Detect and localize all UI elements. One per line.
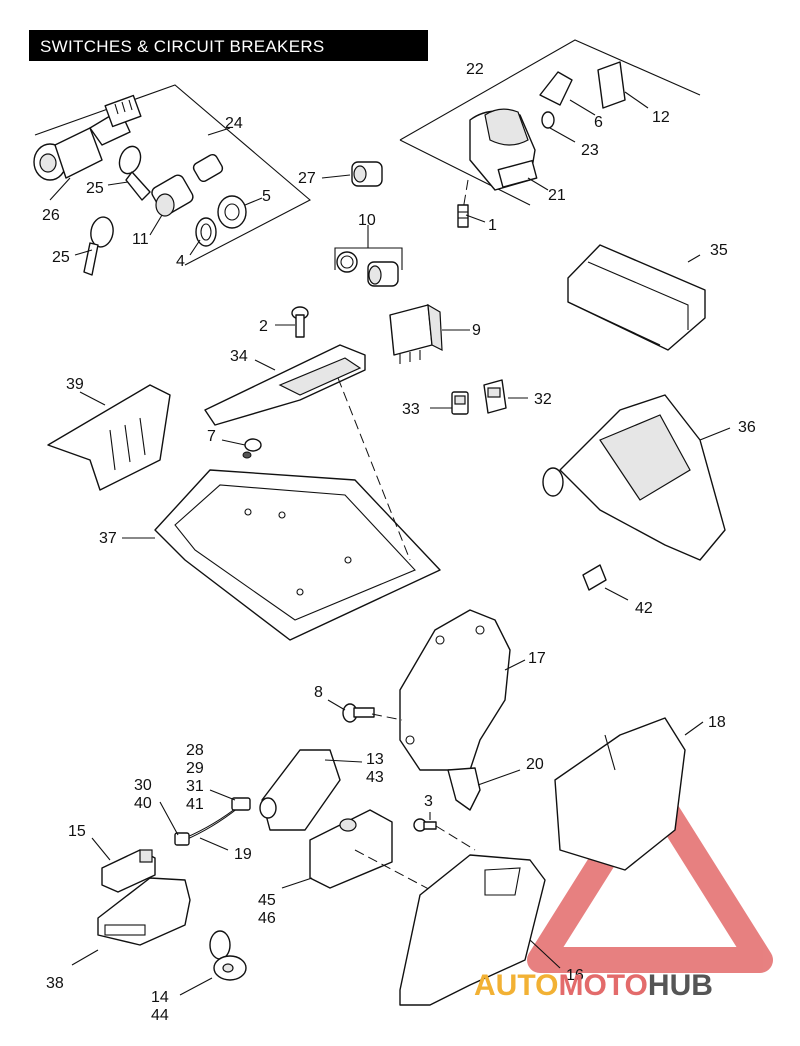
watermark-logo: [527, 772, 773, 973]
electrical-caddy-part: [542, 394, 726, 561]
callout-32: 32: [534, 391, 552, 408]
data-link-connector-part: [101, 849, 156, 893]
callout-40: 40: [134, 795, 152, 812]
relay-housing-part: [469, 108, 538, 191]
callout-43: 43: [366, 769, 384, 786]
callout-26: 26: [42, 207, 60, 224]
mounting-bracket-part: [597, 61, 626, 109]
ignition-key-part: [118, 145, 151, 201]
callout-14: 14: [151, 989, 169, 1006]
wiring-harness-part: [174, 797, 251, 846]
callout-34: 34: [230, 348, 248, 365]
main-bracket-part: [399, 609, 511, 771]
callout-11: 11: [132, 231, 149, 248]
screw-part-2: [342, 703, 375, 723]
callout-8: 8: [314, 684, 323, 701]
callout-19: 19: [234, 846, 252, 863]
spring-clip-part: [582, 564, 607, 591]
callout-29: 29: [186, 760, 204, 777]
callout-4: 4: [176, 253, 185, 270]
title-banner: [29, 30, 428, 61]
callout-23: 23: [581, 142, 599, 159]
control-module-part: [309, 809, 393, 889]
callout-46: 46: [258, 910, 276, 927]
callout-45: 45: [258, 892, 276, 909]
screw-part: [457, 204, 469, 228]
hex-nut-part: [217, 195, 247, 229]
bolt-part-2: [413, 818, 437, 832]
mini-fuse-part: [451, 391, 469, 415]
circuit-breaker-part: [259, 749, 341, 831]
washer-part: [195, 217, 217, 247]
watermark-part-3: HUB: [648, 969, 713, 1002]
callout-39: 39: [66, 376, 84, 393]
battery-tray-part: [154, 469, 441, 641]
callout-5: 5: [262, 188, 271, 205]
callout-38: 38: [46, 975, 64, 992]
connector-block-part: [97, 877, 191, 946]
callout-41: 41: [186, 796, 204, 813]
ignition-switch-group: [33, 84, 311, 276]
maxi-fuse-part: [483, 379, 507, 414]
callout-labels: 22 12 6 23 21 1 24 26 25 25 11 4 5 27 10…: [42, 61, 756, 1024]
callout-22: 22: [466, 61, 484, 78]
callout-30: 30: [134, 777, 152, 794]
diagram-title: SWITCHES & CIRCUIT BREAKERS: [40, 37, 325, 56]
callout-12: 12: [652, 109, 670, 126]
mounting-plate-part: [204, 344, 366, 426]
callout-9: 9: [472, 322, 481, 339]
starter-relay-group: [399, 39, 701, 228]
callout-24: 24: [225, 115, 243, 132]
watermark-part-1: AUTO: [474, 969, 558, 1002]
callout-20: 20: [526, 756, 544, 773]
callout-17: 17: [528, 650, 546, 667]
callout-28: 28: [186, 742, 204, 759]
callout-27: 27: [298, 170, 316, 187]
watermark-text: AUTOMOTOHUB: [474, 969, 713, 1002]
ignition-switch-part: [33, 94, 142, 181]
callout-35: 35: [710, 242, 728, 259]
pressure-switch-part: [351, 161, 383, 187]
callout-6: 6: [594, 114, 603, 131]
callout-18: 18: [708, 714, 726, 731]
callout-10: 10: [358, 212, 376, 229]
callout-36: 36: [738, 419, 756, 436]
side-cover-part: [554, 717, 686, 871]
bolt-part: [291, 306, 309, 338]
callout-7: 7: [207, 428, 216, 445]
callout-33: 33: [402, 401, 420, 418]
leader-lines: [49, 91, 731, 996]
bracket-part: [47, 384, 171, 491]
connector-plug-part: [539, 71, 573, 106]
key-fob-part: [209, 930, 247, 981]
watermark-part-2: MOTO: [558, 969, 647, 1002]
lock-cylinder-part: [151, 153, 224, 217]
grommet-part: [242, 438, 262, 459]
lower-caddy-part: [399, 854, 546, 1006]
callout-13: 13: [366, 751, 384, 768]
ignition-key-part-2: [83, 216, 114, 276]
callout-42: 42: [635, 600, 653, 617]
callout-44: 44: [151, 1007, 169, 1024]
callout-15: 15: [68, 823, 86, 840]
callout-3: 3: [424, 793, 433, 810]
neutral-switch-group: [334, 232, 403, 287]
callout-31: 31: [186, 778, 204, 795]
callout-25-b: 25: [52, 249, 70, 266]
callout-16: 16: [566, 967, 584, 984]
callout-2: 2: [259, 318, 268, 335]
callout-25-a: 25: [86, 180, 104, 197]
callout-37: 37: [99, 530, 117, 547]
retaining-clip-part: [447, 767, 481, 811]
relay-sleeve-part: [567, 244, 706, 351]
callout-21: 21: [548, 187, 566, 204]
callout-1: 1: [488, 217, 497, 234]
relay-part: [389, 303, 443, 364]
